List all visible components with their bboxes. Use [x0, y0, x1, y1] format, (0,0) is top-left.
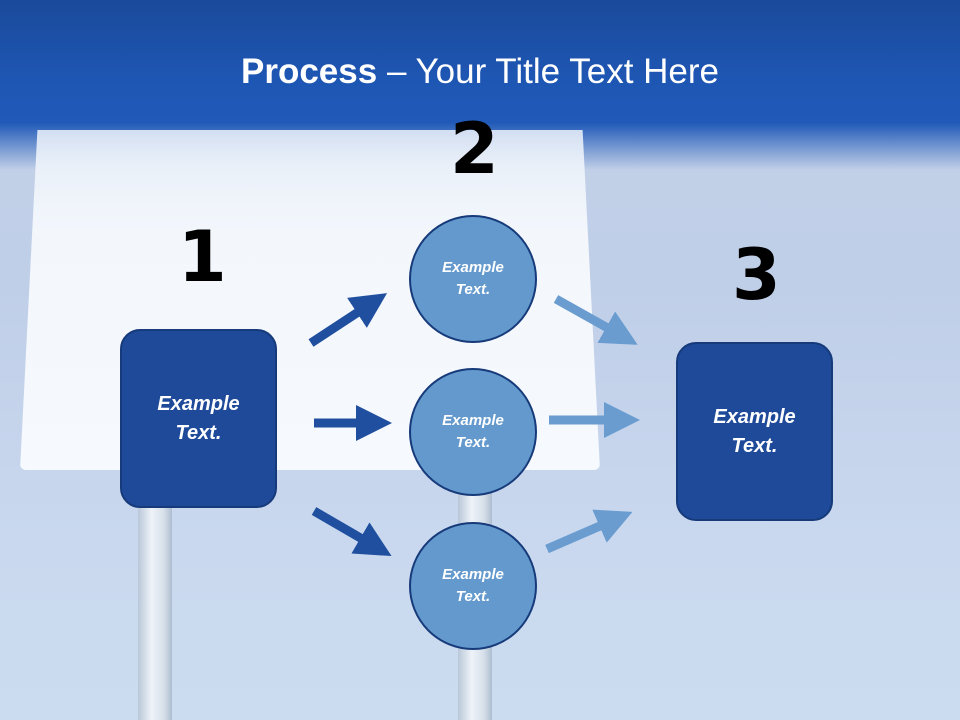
step-number-2: 2 — [450, 108, 499, 190]
step-number-3: 3 — [732, 234, 781, 316]
step-1-box[interactable]: Example Text. — [120, 329, 277, 508]
step-2-circle-top[interactable]: Example Text. — [409, 215, 537, 343]
step-2-circle-top-text: Example Text. — [442, 258, 504, 299]
slide-title[interactable]: Process – Your Title Text Here — [0, 52, 960, 92]
slide-title-rest: – Your Title Text Here — [377, 52, 719, 91]
arrow-bottom-to-3 — [545, 509, 633, 554]
step-2-circle-bottom[interactable]: Example Text. — [409, 522, 537, 650]
arrow-1-to-bottom — [311, 507, 392, 557]
step-2-circle-middle-text: Example Text. — [442, 411, 504, 452]
arrow-top-to-3 — [553, 295, 638, 345]
slide-title-bold: Process — [241, 52, 378, 91]
step-1-text: Example Text. — [157, 392, 240, 444]
step-number-1: 1 — [178, 216, 227, 298]
arrow-1-to-top — [308, 293, 388, 347]
step-3-box[interactable]: Example Text. — [676, 342, 833, 521]
step-2-circle-middle[interactable]: Example Text. — [409, 368, 537, 496]
step-3-text: Example Text. — [713, 405, 796, 457]
step-2-circle-bottom-text: Example Text. — [442, 565, 504, 606]
